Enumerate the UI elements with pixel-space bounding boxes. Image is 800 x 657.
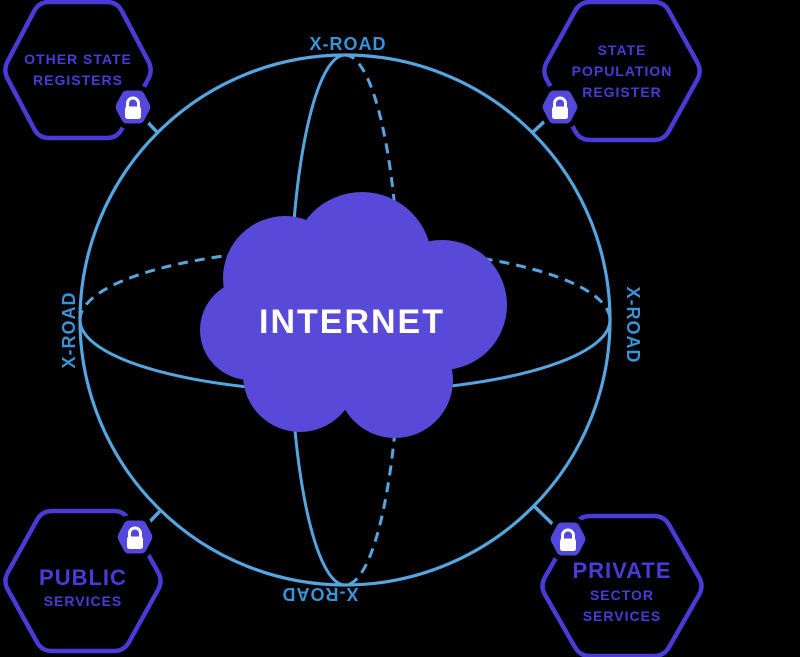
internet-cloud: INTERNET [200,192,507,438]
node-label-line: SERVICES [583,608,662,624]
lock-icon [127,526,143,549]
node-label-line: PRIVATE [572,558,671,583]
node-label-line: OTHER STATE [24,51,132,67]
hexagon-outline [3,508,163,654]
node-state-population-register: STATE POPULATION REGISTER [537,0,702,143]
lock-icon [560,528,576,551]
hexagon-outline [540,513,704,657]
xroad-label-bottom: X-ROAD [282,584,359,604]
node-label-line: POPULATION [572,63,673,79]
lock-icon [125,96,141,119]
xroad-labels: X-ROAD X-ROAD X-ROAD X-ROAD [59,34,643,604]
node-label-line: PUBLIC [39,565,127,590]
node-label-line: SERVICES [44,593,123,609]
security-server-badge [112,515,158,559]
node-other-state-registers: OTHER STATE REGISTERS [3,0,156,141]
xroad-label-right: X-ROAD [623,287,643,364]
security-server-badge [545,517,591,561]
internet-label: INTERNET [259,303,445,341]
node-label-line: STATE [598,42,647,58]
node-label-line: REGISTER [582,84,662,100]
node-public-services: PUBLIC SERVICES [3,508,163,654]
xroad-label-left: X-ROAD [59,292,79,369]
xroad-label-top: X-ROAD [310,34,387,54]
security-server-badge [110,85,156,129]
node-label-line: SECTOR [590,587,654,603]
cloud-body [258,280,433,372]
lock-icon [552,96,568,119]
hexagon-outline [542,0,702,143]
node-label-line: REGISTERS [33,72,123,88]
hexagon-outline [3,0,153,141]
security-server-badge [537,85,583,129]
node-private-sector-services: PRIVATE SECTOR SERVICES [540,513,704,657]
